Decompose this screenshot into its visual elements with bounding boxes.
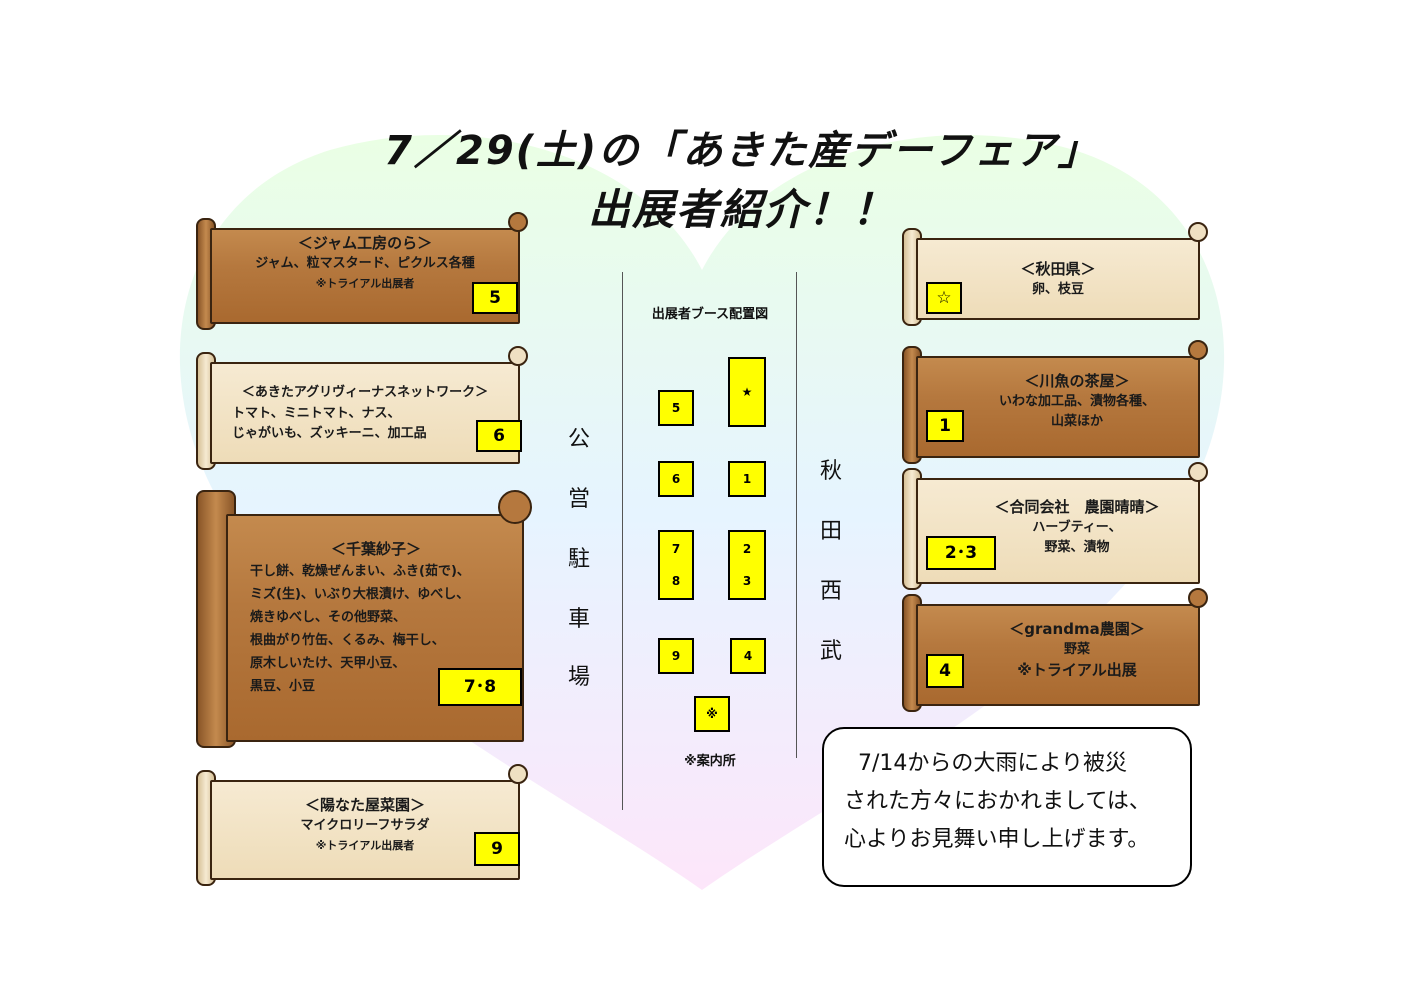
exhibitor-chiba-sako: ＜千葉紗子＞ 干し餅、乾燥ぜんまい、ふき(茹で)、 ミズ(生)、いぶり大根漬け、… xyxy=(196,490,532,748)
exhibitor-note: ※トライアル出展 xyxy=(1017,661,1137,679)
exhibitor-items: 焼きゆべし、その他野菜、 xyxy=(250,610,407,625)
booth-badge: 9 xyxy=(474,832,520,866)
exhibitor-items: 野菜、漬物 xyxy=(1044,540,1110,555)
exhibitor-items: 根曲がり竹缶、くるみ、梅干し、 xyxy=(250,633,445,648)
notice-line: された方々におかれましては、 xyxy=(844,789,1151,814)
booth-7-8: 7 8 xyxy=(658,530,694,600)
booth-info: ※ xyxy=(694,696,730,732)
exhibitor-akita-agri-venus: ＜あきたアグリヴィーナスネットワーク＞ トマト、ミニトマト、ナス、 じゃがいも、… xyxy=(196,346,528,470)
booth-badge: 5 xyxy=(472,282,518,314)
exhibitor-name: ＜川魚の茶屋＞ xyxy=(1024,372,1130,390)
exhibitor-items: 干し餅、乾燥ぜんまい、ふき(茹で)、 xyxy=(250,564,470,579)
exhibitor-items: トマト、ミニトマト、ナス、 xyxy=(232,406,401,421)
exhibitor-name: ＜ジャム工房のら＞ xyxy=(297,234,433,252)
booth-badge: 4 xyxy=(926,654,964,688)
exhibitor-items: 卵、枝豆 xyxy=(1031,282,1084,297)
booth-9: 9 xyxy=(658,638,694,674)
notice-line: 心よりお見舞い申し上げます。 xyxy=(844,827,1150,852)
notice-line: 7/14からの大雨により被災 xyxy=(858,751,1127,776)
page-title: 7／29(土)の「あきた産デーフェア」 xyxy=(384,128,1100,174)
exhibitor-note: ※トライアル出展者 xyxy=(315,839,415,852)
exhibitor-name: ＜あきたアグリヴィーナスネットワーク＞ xyxy=(241,385,489,400)
exhibitor-noen-harebare: ＜合同会社 農園晴晴＞ ハーブティー、 野菜、漬物 2･3 xyxy=(902,462,1208,590)
exhibitor-items: いわな加工品、漬物各種、 xyxy=(998,394,1155,409)
page-subtitle: 出展者紹介！！ xyxy=(587,185,896,234)
disaster-notice: 7/14からの大雨により被災 された方々におかれましては、 心よりお見舞い申し上… xyxy=(822,727,1192,887)
exhibitor-grandma-noen: ＜grandma農園＞ 野菜 ※トライアル出展 4 xyxy=(902,588,1208,712)
exhibitor-note: ※トライアル出展者 xyxy=(315,277,415,290)
map-right-boundary xyxy=(796,272,797,758)
exhibitor-items: 山菜ほか xyxy=(1050,414,1103,429)
booth-4: 4 xyxy=(730,638,766,674)
exhibitor-name: ＜陽なた屋菜園＞ xyxy=(304,796,425,814)
booth-5: 5 xyxy=(658,390,694,426)
booth-2-3: 2 3 xyxy=(728,530,766,600)
exhibitor-name: ＜合同会社 農園晴晴＞ xyxy=(994,498,1160,516)
booth-star: ★ xyxy=(728,357,766,427)
exhibitor-items: 野菜 xyxy=(1063,642,1090,657)
booth-badge: 2･3 xyxy=(926,536,996,570)
booth-1: 1 xyxy=(728,461,766,497)
exhibitor-hinata-ya-saien: ＜陽なた屋菜園＞ マイクロリーフサラダ ※トライアル出展者 9 xyxy=(196,764,528,886)
booth-map-title: 出展者ブース配置図 xyxy=(651,307,769,322)
exhibitor-items: 原木しいたけ、天甲小豆、 xyxy=(250,656,406,671)
exhibitor-name: ＜千葉紗子＞ xyxy=(330,540,421,558)
exhibitor-items: ハーブティー、 xyxy=(1032,520,1122,535)
exhibitor-jam-kobo-nora: ＜ジャム工房のら＞ ジャム、粒マスタード、ピクルス各種 ※トライアル出展者 5 xyxy=(196,212,528,330)
info-desk-label: ※案内所 xyxy=(684,754,736,769)
exhibitor-items: マイクロリーフサラダ xyxy=(300,818,430,833)
booth-badge: 1 xyxy=(926,410,964,442)
exhibitor-akita-ken: ＜秋田県＞ 卵、枝豆 ☆ xyxy=(902,222,1208,326)
exhibitor-kawazakana-no-chaya: ＜川魚の茶屋＞ いわな加工品、漬物各種、 山菜ほか 1 xyxy=(902,340,1208,464)
exhibitor-name: ＜grandma農園＞ xyxy=(1009,620,1145,638)
exhibitor-items: 黒豆、小豆 xyxy=(250,679,316,694)
booth-badge: 7･8 xyxy=(438,668,522,706)
exhibitor-items: ミズ(生)、いぶり大根漬け、ゆべし、 xyxy=(250,587,470,602)
booth-badge: 6 xyxy=(476,420,522,452)
map-left-boundary xyxy=(622,272,623,810)
booth-badge: ☆ xyxy=(926,282,962,314)
booth-6: 6 xyxy=(658,461,694,497)
exhibitor-name: ＜秋田県＞ xyxy=(1020,260,1096,278)
exhibitor-items: じゃがいも、ズッキーニ、加工品 xyxy=(232,426,427,441)
exhibitor-items: ジャム、粒マスタード、ピクルス各種 xyxy=(255,256,475,271)
